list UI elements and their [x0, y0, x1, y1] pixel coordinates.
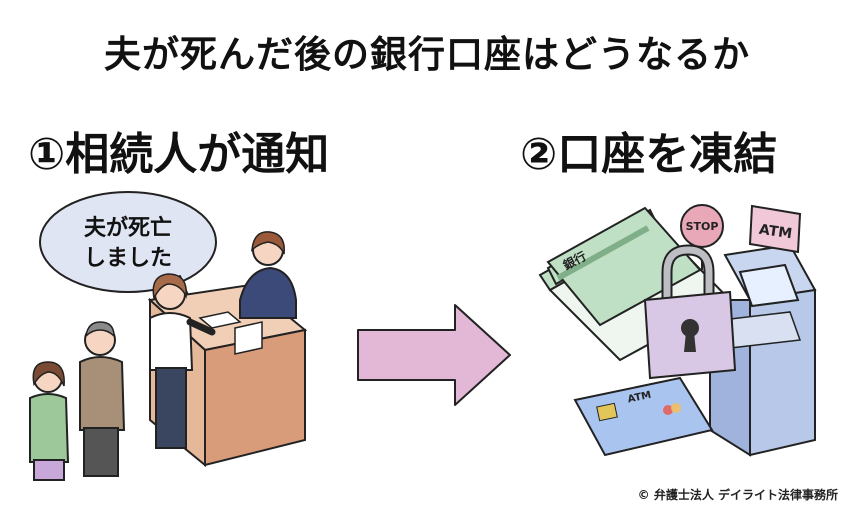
copyright-credit: © 弁護士法人 デイライト法律事務所 [637, 488, 838, 502]
flow-arrow [357, 304, 511, 406]
step-1-label: 相続人が通知 [65, 129, 330, 180]
elder-man-figure [79, 321, 126, 477]
card-text: ATM [627, 390, 653, 406]
step-2-heading: ②口座を凍結 [520, 118, 777, 182]
atm-sign-text: ATM [758, 222, 793, 242]
step-2-number: ② [520, 129, 558, 180]
speech-bubble-text: 夫が死亡 しました [58, 214, 198, 274]
atm-machine [709, 204, 817, 457]
step-2-label: 口座を凍結 [557, 129, 778, 180]
daughter-figure [29, 361, 70, 481]
bank-clerk [239, 231, 297, 319]
stop-sign-text: STOP [686, 220, 719, 233]
page-title: 夫が死んだ後の銀行口座はどうなるか [104, 33, 750, 76]
wife-figure [149, 273, 216, 449]
step-1-number: ① [28, 129, 66, 180]
step-1-heading: ①相続人が通知 [28, 118, 329, 182]
speech-line-2: しました [83, 246, 172, 271]
speech-line-1: 夫が死亡 [83, 216, 172, 241]
lock-icon [643, 244, 737, 380]
passbook [538, 206, 732, 362]
atm-card [573, 376, 714, 457]
